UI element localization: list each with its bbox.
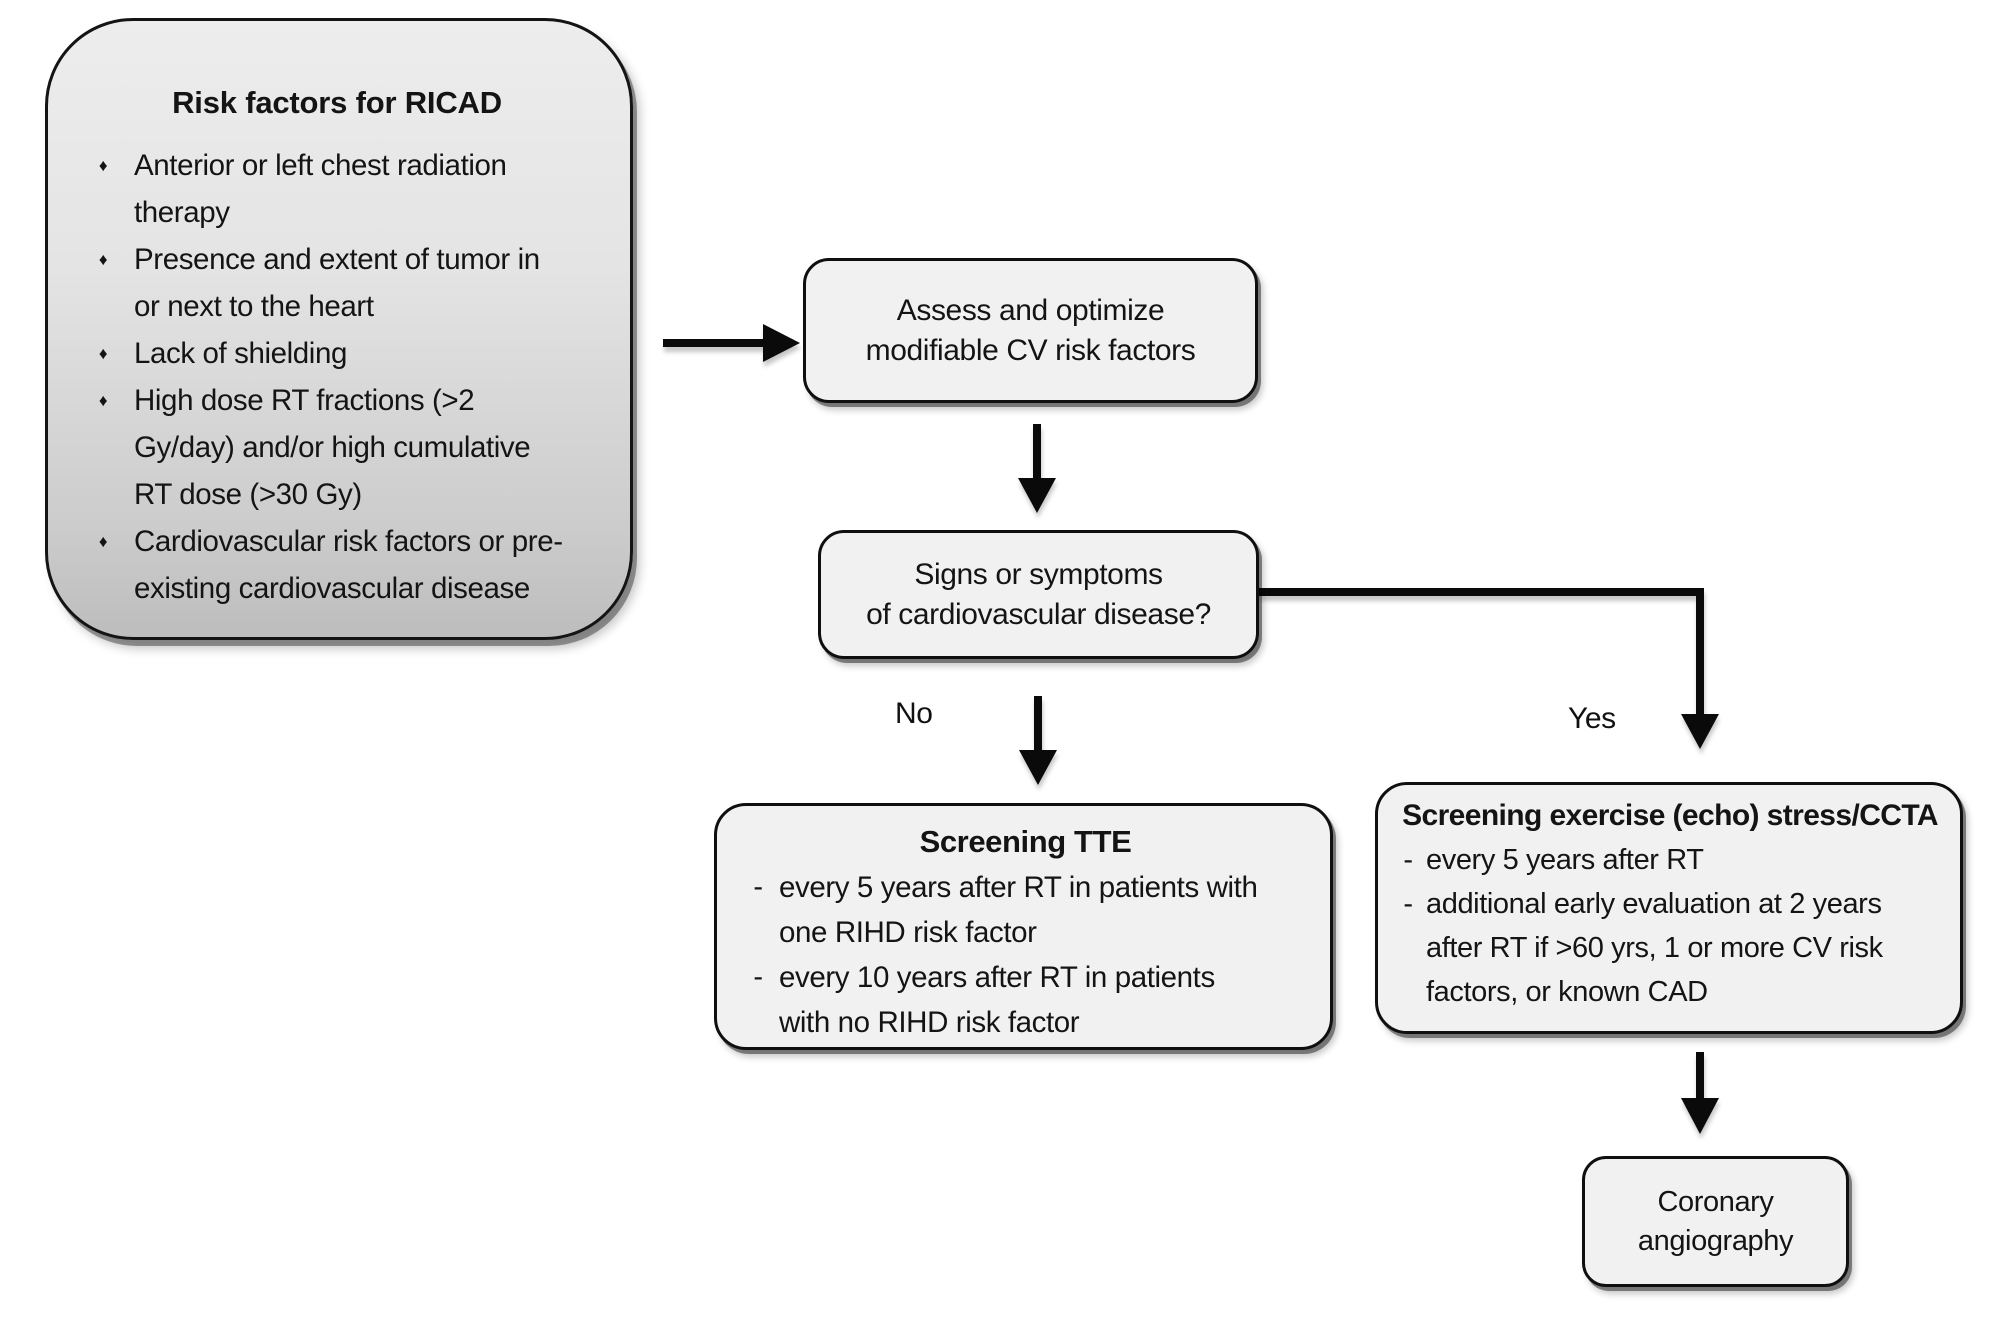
bullet-marker-icon: ♦ xyxy=(98,250,108,269)
bullet-marker-icon: ♦ xyxy=(98,156,108,175)
bullet-marker-icon: - xyxy=(753,961,763,993)
assess-box-line1: Assess and optimize xyxy=(896,293,1165,327)
assess-box-line2: modifiable CV risk factors xyxy=(865,333,1196,367)
no-branch-label: No xyxy=(895,697,933,730)
list-item: -every 5 years after RT xyxy=(1390,838,1950,882)
list-item: ♦ Cardiovascular risk factors or pre-exis… xyxy=(72,518,602,612)
signs-box-line1: Signs or symptoms xyxy=(914,557,1163,591)
screening-tte-title: Screening TTE xyxy=(919,824,1132,859)
list-item: ♦ Lack of shielding xyxy=(72,330,602,377)
list-item-text: Lack of shielding xyxy=(134,337,347,370)
bullet-marker-icon: ♦ xyxy=(98,532,108,551)
yes-branch-label: Yes xyxy=(1568,702,1616,735)
arrow-stress-to-angio xyxy=(1681,1052,1719,1134)
arrow-risk-to-assess xyxy=(663,324,800,362)
screening-tte-list: -every 5 years after RT in patients with… xyxy=(737,865,1314,1045)
assess-box: Assess and optimize modifiable CV risk f… xyxy=(803,258,1258,403)
risk-factors-title: Risk factors for RICAD xyxy=(172,85,502,120)
screening-stress-box: Screening exercise (echo) stress/CCTA -e… xyxy=(1375,782,1963,1034)
angio-box-line1: Coronary xyxy=(1657,1185,1774,1218)
bullet-marker-icon: ♦ xyxy=(98,344,108,363)
arrow-assess-to-signs xyxy=(1018,424,1056,513)
screening-stress-list: -every 5 years after RT-additional early… xyxy=(1390,838,1950,1014)
coronary-angiography-box: Coronary angiography xyxy=(1582,1156,1849,1287)
bullet-marker-icon: - xyxy=(1403,844,1413,876)
signs-box-line2: of cardiovascular disease? xyxy=(866,597,1211,631)
bullet-marker-icon: - xyxy=(753,871,763,903)
arrow-no-branch xyxy=(1019,696,1057,785)
bullet-marker-icon: - xyxy=(1403,888,1413,920)
list-item: -every 5 years after RT in patients with… xyxy=(737,865,1314,955)
bullet-marker-icon: ♦ xyxy=(98,391,108,410)
risk-factors-box: Risk factors for RICAD ♦ Anterior or left… xyxy=(45,18,633,640)
list-item-text: every 5 years after RT xyxy=(1426,844,1704,876)
list-item-text: Cardiovascular risk factors or pre-exist… xyxy=(134,525,563,605)
arrow-yes-branch xyxy=(1259,588,1719,749)
signs-symptoms-box: Signs or symptoms of cardiovascular dise… xyxy=(818,530,1259,659)
angio-box-line2: angiography xyxy=(1637,1224,1794,1257)
screening-tte-box: Screening TTE -every 5 years after RT in… xyxy=(714,803,1333,1050)
screening-stress-title: Screening exercise (echo) stress/CCTA xyxy=(1402,799,1938,832)
